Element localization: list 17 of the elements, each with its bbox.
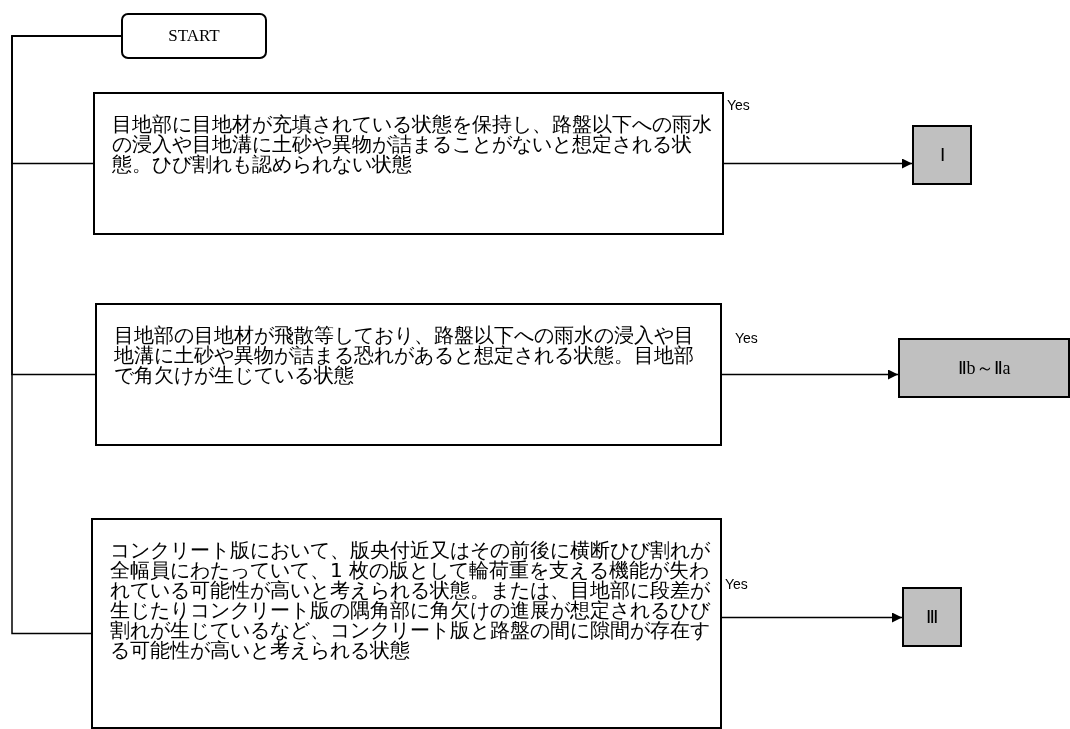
result-box: Ⅱb～Ⅱa: [898, 338, 1070, 398]
start-box: START: [121, 13, 267, 59]
condition-text: 目地部に目地材が充填されている状態を保持し、路盤以下への雨水の浸入や目地溝に土砂や異物が詰まることがないと想定される状態。ひび割れも認められない状態: [112, 114, 712, 174]
condition-box: [93, 92, 724, 235]
result-box: Ⅲ: [902, 587, 962, 647]
connector-line: [11, 35, 122, 635]
arrow: [721, 369, 899, 380]
arrow: [721, 612, 903, 623]
arrow: [723, 158, 913, 169]
condition-text: 目地部の目地材が飛散等しており、路盤以下への雨水の浸入や目地溝に土砂や異物が詰まる恐れがあると想定される状態。目地部で角欠けが生じている状態: [114, 325, 695, 385]
condition-box: [91, 518, 722, 729]
result-box: Ⅰ: [912, 125, 972, 185]
edge-label: Yes: [725, 576, 748, 592]
edge-label: Yes: [735, 330, 758, 346]
edge-label: Yes: [727, 97, 750, 113]
condition-text: コンクリート版において、版央付近又はその前後に横断ひび割れが全幅員にわたっていて、1 枚の版として輪荷重を支える機能が失われている可能性が高いと考えられる状態。または、目地部に段差が生じたりコンクリート版の隅角部に角欠けの進展が想定されるひび割れが生じているなど、コンクリート版と路盤の間に隙間が存在する可能性が高いと考えられる状態: [110, 540, 710, 660]
condition-box: [95, 303, 722, 446]
